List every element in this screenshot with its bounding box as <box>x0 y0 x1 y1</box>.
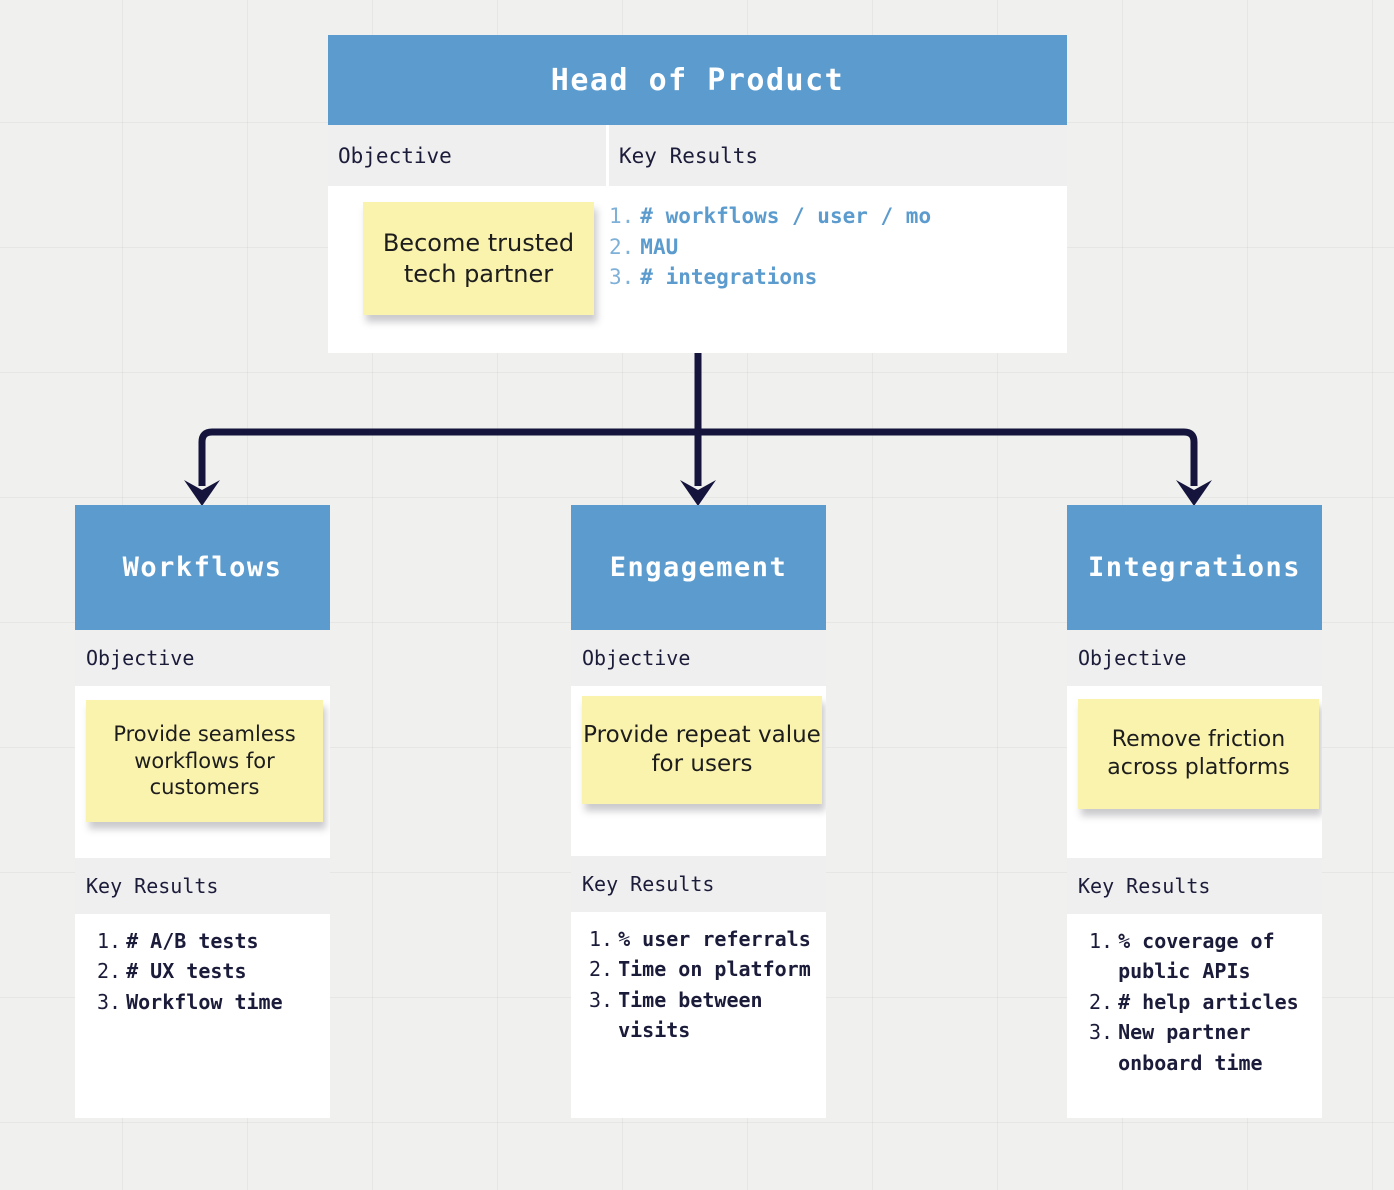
objective-area: Provide repeat value for users <box>571 686 826 856</box>
sticky-note-objective: Provide seamless workflows for customers <box>86 700 323 822</box>
key-result-number: 1. <box>1089 929 1114 953</box>
column-divider <box>606 125 609 186</box>
key-result-text: Time between visits <box>618 987 763 1043</box>
key-result-number: 3. <box>589 987 614 1012</box>
section-label-key-results: Key Results <box>75 858 330 914</box>
okr-card-integrations[interactable]: Integrations Objective Remove friction a… <box>1067 505 1322 1118</box>
key-result-text: # A/B tests <box>126 929 259 953</box>
key-result-text: % coverage of public APIs <box>1118 929 1275 984</box>
key-result-text: New partner onboard time <box>1118 1020 1263 1075</box>
objective-area: Remove friction across platforms <box>1067 686 1322 858</box>
sticky-note-objective: Become trusted tech partner <box>363 202 594 315</box>
key-result-text: # integrations <box>640 265 818 290</box>
key-result-number: 3. <box>97 989 122 1014</box>
section-label-objective: Objective <box>75 630 330 686</box>
key-result-text: % user referrals <box>618 927 811 951</box>
key-results-area: 1. % coverage of public APIs 2. # help a… <box>1067 914 1322 1078</box>
key-result-text: # UX tests <box>126 959 247 984</box>
section-label-objective: Objective <box>571 630 826 686</box>
key-result-item: 3. # integrations <box>609 262 1067 293</box>
key-result-text: Workflow time <box>126 989 283 1014</box>
key-result-item: 1. % user referrals <box>589 924 826 954</box>
key-result-text: # help articles <box>1118 989 1299 1014</box>
key-result-number: 2. <box>97 959 122 984</box>
okr-card-engagement[interactable]: Engagement Objective Provide repeat valu… <box>571 505 826 1118</box>
card-title-integrations: Integrations <box>1067 505 1322 630</box>
key-results-cell: 1. # workflows / user / mo 2. MAU 3. # i… <box>599 186 1067 353</box>
column-headers-row: Objective Key Results <box>328 125 1067 186</box>
key-result-item: 1. % coverage of public APIs <box>1089 926 1322 987</box>
section-label-key-results: Key Results <box>571 856 826 912</box>
okr-card-head-of-product[interactable]: Head of Product Objective Key Results Be… <box>328 35 1067 353</box>
card-body-row: Become trusted tech partner 1. # workflo… <box>328 186 1067 353</box>
section-label-objective: Objective <box>1067 630 1322 686</box>
column-header-objective: Objective <box>328 125 606 186</box>
key-result-number: 2. <box>1089 989 1114 1014</box>
key-results-list: 1. % user referrals 2. Time on platform … <box>589 924 826 1046</box>
objective-cell: Become trusted tech partner <box>328 186 599 353</box>
card-title-engagement: Engagement <box>571 505 826 630</box>
key-result-item: 3. New partner onboard time <box>1089 1017 1322 1078</box>
key-result-item: 2. # UX tests <box>97 956 330 986</box>
key-results-area: 1. % user referrals 2. Time on platform … <box>571 912 826 1046</box>
key-results-list: 1. # A/B tests 2. # UX tests 3. Workflow… <box>97 926 330 1017</box>
card-title-workflows: Workflows <box>75 505 330 630</box>
key-result-number: 3. <box>1089 1020 1114 1045</box>
key-result-item: 1. # A/B tests <box>97 926 330 956</box>
objective-area: Provide seamless workflows for customers <box>75 686 330 858</box>
sticky-note-objective: Remove friction across platforms <box>1078 699 1319 809</box>
key-result-number: 3. <box>609 265 635 290</box>
key-result-item: 1. # workflows / user / mo <box>609 201 1067 232</box>
sticky-note-objective: Provide repeat value for users <box>582 696 822 804</box>
key-result-number: 2. <box>609 234 635 259</box>
okr-card-workflows[interactable]: Workflows Objective Provide seamless wor… <box>75 505 330 1118</box>
key-result-item: 3. Workflow time <box>97 987 330 1017</box>
key-result-number: 1. <box>609 204 635 228</box>
key-results-area: 1. # A/B tests 2. # UX tests 3. Workflow… <box>75 914 330 1018</box>
key-result-number: 1. <box>589 927 614 951</box>
key-result-item: 3. Time between visits <box>589 985 826 1046</box>
key-result-text: MAU <box>640 234 679 259</box>
key-results-list: 1. # workflows / user / mo 2. MAU 3. # i… <box>609 201 1067 293</box>
key-result-item: 2. # help articles <box>1089 987 1322 1017</box>
key-result-number: 2. <box>589 957 614 982</box>
section-label-key-results: Key Results <box>1067 858 1322 914</box>
key-result-item: 2. MAU <box>609 232 1067 263</box>
key-result-text: Time on platform <box>618 957 811 982</box>
column-header-key-results: Key Results <box>609 125 1067 186</box>
key-result-number: 1. <box>97 929 122 953</box>
key-results-list: 1. % coverage of public APIs 2. # help a… <box>1089 926 1322 1078</box>
card-title-head-of-product: Head of Product <box>328 35 1067 125</box>
key-result-text: # workflows / user / mo <box>640 204 932 228</box>
key-result-item: 2. Time on platform <box>589 954 826 984</box>
